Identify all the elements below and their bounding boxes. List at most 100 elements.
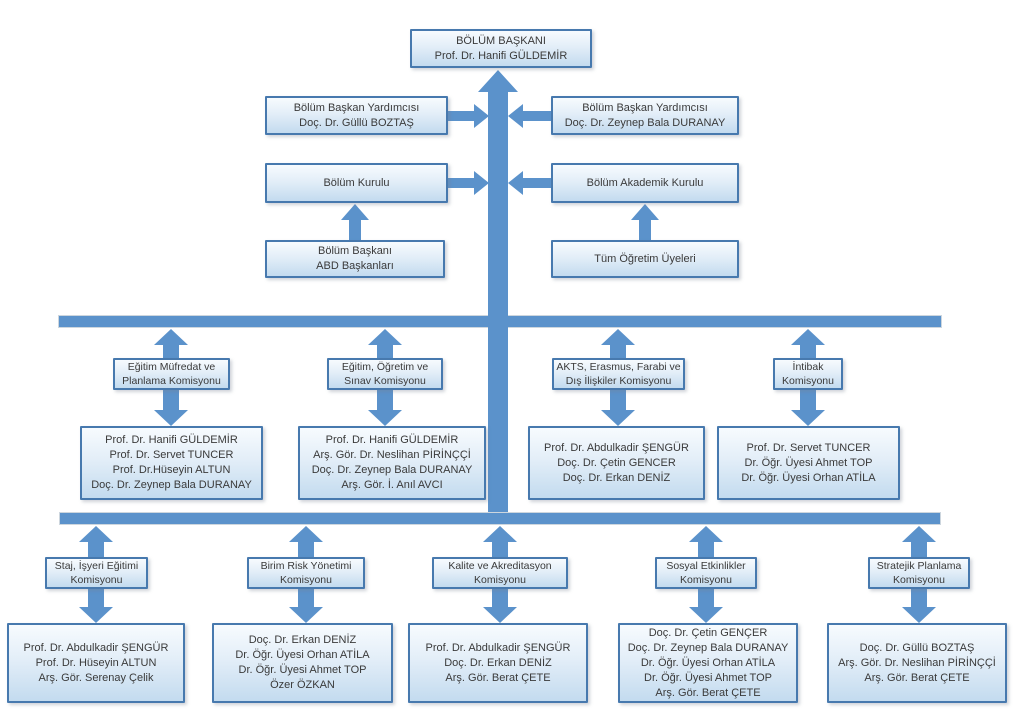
connector-arrow-down-icon xyxy=(368,390,402,426)
box-bolum-akademik-kurulu: Bölüm Akademik Kurulu xyxy=(551,163,739,203)
connector-arrow-down-icon xyxy=(79,589,113,623)
connector-arrow-up-icon xyxy=(483,526,517,557)
text-line: Komisyonu xyxy=(893,574,945,586)
text-line: Planlama Komisyonu xyxy=(122,375,221,387)
text-line: Doç. Dr. Güllü BOZTAŞ xyxy=(859,641,975,654)
connector-arrow-up-icon xyxy=(902,526,936,557)
text-line: AKTS, Erasmus, Farabi ve xyxy=(556,361,681,373)
connector-arrow-left-icon xyxy=(508,171,551,195)
connector-arrow-down-icon xyxy=(154,390,188,426)
text-line: Prof. Dr. Hanifi GÜLDEMİR xyxy=(434,49,568,62)
text-line: ABD Başkanları xyxy=(316,260,394,272)
connector-arrow-left-icon xyxy=(508,104,551,128)
connector-arrow-down-icon xyxy=(601,390,635,426)
text-line: Arş. Gör. Berat ÇETE xyxy=(864,671,970,684)
text-line: Prof. Dr. Hüseyin ALTUN xyxy=(35,656,157,669)
text-line: Komisyonu xyxy=(680,574,732,586)
text-line: Prof. Dr.Hüseyin ALTUN xyxy=(112,464,231,476)
box-members-kalite-akreditasyon: Prof. Dr. Abdulkadir ŞENGÜR Doç. Dr. Erka… xyxy=(408,623,588,703)
box-members-stratejik-planlama: Doç. Dr. Güllü BOZTAŞ Arş. Gör. Dr. Nesli… xyxy=(827,623,1007,703)
text-line: Arş. Gör. Dr. Neslihan PİRİNÇÇİ xyxy=(838,656,996,669)
box-members-egitim-ogretim-sinav: Prof. Dr. Hanifi GÜLDEMİR Arş. Gör. Dr. N… xyxy=(298,426,486,500)
text-line: Dr. Öğr. Üyesi Ahmet TOP xyxy=(744,456,873,469)
connector-arrow-down-icon xyxy=(902,589,936,623)
text-line: Özer ÖZKAN xyxy=(270,679,335,691)
connector-arrow-down-icon xyxy=(689,589,723,623)
box-bolum-baskani: BÖLÜM BAŞKANI Prof. Dr. Hanifi GÜLDEMİR xyxy=(410,29,592,68)
text-line: Arş. Gör. İ. Anıl AVCI xyxy=(341,479,443,491)
text-line: Doç. Dr. Zeynep Bala DURANAY xyxy=(311,464,473,476)
text-line: Dr. Öğr. Üyesi Orhan ATİLA xyxy=(741,471,876,484)
connector-arrow-up-icon xyxy=(601,329,635,358)
text-line: Bölüm Başkan Yardımcısı xyxy=(582,101,708,114)
text-line: Doç. Dr. Erkan DENİZ xyxy=(562,471,671,484)
text-line: BÖLÜM BAŞKANI xyxy=(456,34,546,47)
connector-arrow-up-icon xyxy=(631,204,659,240)
text-line: Doç. Dr. Güllü BOZTAŞ xyxy=(299,116,414,129)
text-line: Dr. Öğr. Üyesi Ahmet TOP xyxy=(238,664,367,676)
connector-arrow-up-icon xyxy=(341,204,369,240)
text-line: Arş. Gör. Berat ÇETE xyxy=(655,686,761,699)
connector-arrow-right-icon xyxy=(448,104,489,128)
box-tum-ogretim-uyeleri: Tüm Öğretim Üyeleri xyxy=(551,240,739,278)
connector-arrow-up-icon xyxy=(154,329,188,358)
text-line: Komisyonu xyxy=(70,574,123,586)
box-members-intibak: Prof. Dr. Servet TUNCER Dr. Öğr. Üyesi Ah… xyxy=(717,426,900,500)
connector-arrow-up-icon xyxy=(689,526,723,557)
text-line: Prof. Dr. Servet TUNCER xyxy=(109,449,234,461)
text-line: Prof. Dr. Abdulkadir ŞENGÜR xyxy=(425,641,571,654)
text-line: Dr. Öğr. Üyesi Orhan ATİLA xyxy=(235,649,370,661)
connector-arrow-down-icon xyxy=(483,589,517,623)
connector-arrow-up-icon xyxy=(289,526,323,557)
text-line: Kalite ve Akreditasyon xyxy=(448,560,552,572)
text-line: Prof. Dr. Hanifi GÜLDEMİR xyxy=(325,434,459,446)
text-line: Komisyonu xyxy=(280,574,332,586)
connector-arrow-up-icon xyxy=(791,329,825,358)
text-line: Sosyal Etkinlikler xyxy=(666,560,746,572)
connector-arrow-down-icon xyxy=(791,390,825,426)
connector-arrow-up-icon xyxy=(368,329,402,358)
text-line: Bölüm Akademik Kurulu xyxy=(586,176,704,189)
text-line: Doç. Dr. Zeynep Bala DURANAY xyxy=(564,116,726,129)
text-line: Doç. Dr. Çetin GENCER xyxy=(557,456,676,469)
text-line: Komisyonu xyxy=(474,574,526,586)
box-members-staj-isyeri: Prof. Dr. Abdulkadir ŞENGÜR Prof. Dr. Hüs… xyxy=(7,623,185,703)
box-members-birim-risk: Doç. Dr. Erkan DENİZ Dr. Öğr. Üyesi Orhan… xyxy=(212,623,393,703)
box-akts-erasmus-farabi-komisyonu: AKTS, Erasmus, Farabi ve Dış İlişkiler Ko… xyxy=(552,358,685,390)
text-line: Prof. Dr. Servet TUNCER xyxy=(746,441,871,454)
text-line: Prof. Dr. Hanifi GÜLDEMİR xyxy=(105,434,238,446)
connector-arrow-right-icon xyxy=(448,171,489,195)
text-line: Doç. Dr. Erkan DENİZ xyxy=(444,656,552,669)
text-line: Prof. Dr. Abdulkadir ŞENGÜR xyxy=(23,641,169,654)
text-line: Dış İlişkiler Komisyonu xyxy=(565,375,672,387)
distribution-bar-lower xyxy=(59,512,941,525)
text-line: Bölüm Başkanı xyxy=(318,245,392,257)
connector-arrow-down-icon xyxy=(289,589,323,623)
text-line: Stratejik Planlama xyxy=(876,560,962,572)
text-line: İntibak xyxy=(792,361,824,373)
text-line: Komisyonu xyxy=(782,375,834,387)
text-line: Dr. Öğr. Üyesi Ahmet TOP xyxy=(644,671,772,684)
text-line: Doç. Dr. Zeynep Bala DURANAY xyxy=(91,479,252,491)
box-bolum-kurulu: Bölüm Kurulu xyxy=(265,163,448,203)
text-line: Doç. Dr. Zeynep Bala DURANAY xyxy=(627,641,789,654)
text-line: Bölüm Başkan Yardımcısı xyxy=(293,101,420,114)
text-line: Bölüm Kurulu xyxy=(323,176,390,189)
text-line: Arş. Gör. Berat ÇETE xyxy=(445,671,551,684)
box-members-akts-erasmus: Prof. Dr. Abdulkadir ŞENGÜR Doç. Dr. Çeti… xyxy=(528,426,705,500)
text-line: Eğitim, Öğretim ve xyxy=(341,361,429,373)
text-line: Doç. Dr. Erkan DENİZ xyxy=(248,634,357,646)
text-line: Tüm Öğretim Üyeleri xyxy=(594,252,696,265)
text-line: Arş. Gör. Dr. Neslihan PİRİNÇÇİ xyxy=(313,449,471,461)
text-line: Prof. Dr. Abdulkadir ŞENGÜR xyxy=(544,441,689,454)
